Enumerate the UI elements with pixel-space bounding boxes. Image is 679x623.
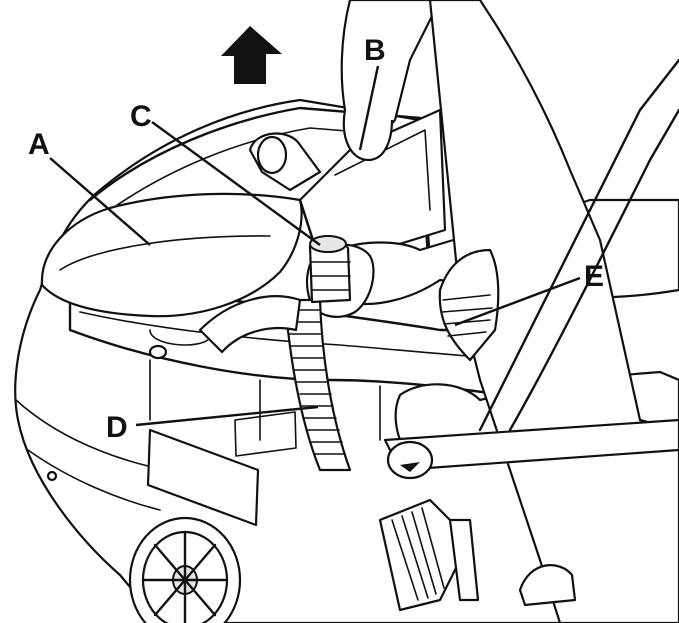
label-e: E <box>584 260 604 293</box>
up-arrow-icon <box>221 26 282 84</box>
wand <box>383 418 679 480</box>
hose-d <box>198 295 352 472</box>
label-c: C <box>130 100 152 133</box>
leader-lines <box>49 65 581 427</box>
accessory-tool <box>378 498 480 612</box>
hinge <box>248 132 322 192</box>
label-a: A <box>28 128 50 161</box>
hose-e <box>438 248 500 362</box>
leader-e <box>454 276 581 327</box>
hose-c <box>308 235 352 304</box>
handle-and-leg <box>428 0 679 623</box>
label-b: B <box>364 34 386 67</box>
leader-b <box>358 65 380 151</box>
leader-d <box>135 405 319 427</box>
leader-c <box>151 121 321 246</box>
wheel <box>128 516 242 623</box>
leader-a <box>49 157 151 246</box>
label-d: D <box>106 411 128 444</box>
